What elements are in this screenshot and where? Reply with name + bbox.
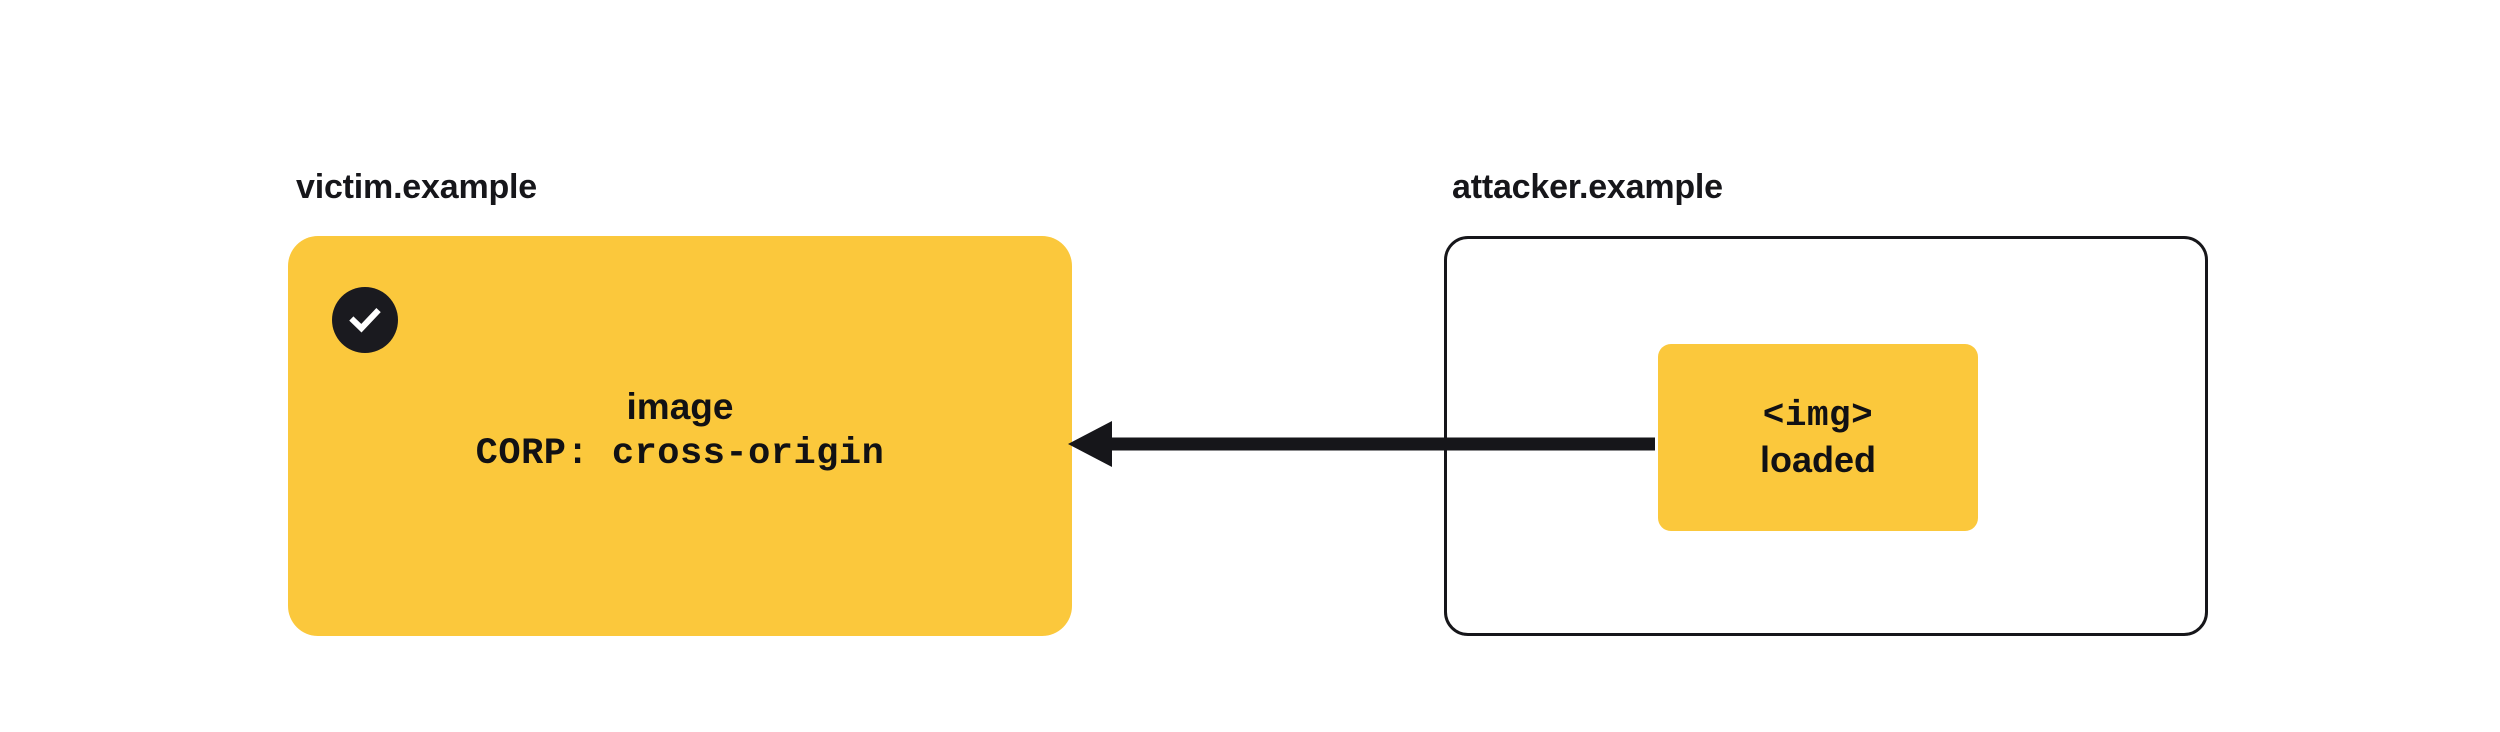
img-element-status: loaded (1759, 438, 1876, 480)
victim-origin-panel: image CORP: cross-origin (288, 236, 1072, 636)
attacker-panel-title: attacker.example (1452, 168, 1723, 206)
victim-corp-header: CORP: cross-origin (475, 433, 885, 475)
victim-resource-label: image CORP: cross-origin (288, 384, 1072, 478)
img-element-chip: <img> loaded (1658, 344, 1978, 531)
check-circle-icon (332, 287, 398, 353)
victim-resource-name: image (626, 386, 734, 427)
attacker-origin-panel: <img> loaded (1444, 236, 2208, 636)
victim-panel-title: victim.example (296, 168, 537, 206)
img-element-tag: <img> (1762, 394, 1874, 436)
